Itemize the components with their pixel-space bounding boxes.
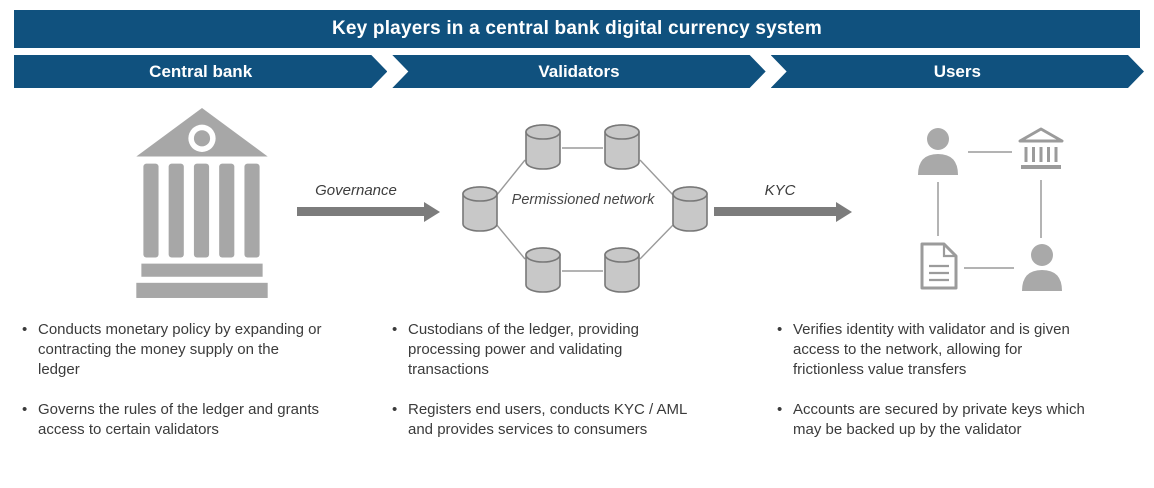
bank-building-icon	[136, 108, 268, 298]
bullet-text: Registers end users, conducts KYC / AML …	[408, 401, 687, 439]
bullet-marker: •	[22, 321, 28, 338]
stage-chevron-validators: Validators	[392, 55, 765, 88]
network-label: Permissioned network	[511, 192, 655, 208]
bullet-marker: •	[777, 321, 783, 338]
bullet-item: • Conducts monetary policy by expanding …	[22, 320, 323, 380]
bullet-item: • Verifies identity with validator and i…	[777, 320, 1087, 380]
database-cylinder-icon	[672, 186, 708, 232]
database-cylinder-icon	[525, 124, 561, 170]
kyc-label: KYC	[764, 182, 796, 199]
network-ring-lines	[495, 147, 675, 272]
governance-label: Governance	[315, 182, 397, 199]
bullet-marker: •	[392, 321, 398, 338]
bullet-text: Governs the rules of the ledger and gran…	[38, 401, 320, 439]
bullet-item: • Accounts are secured by private keys w…	[777, 400, 1087, 440]
page-title: Key players in a central bank digital cu…	[331, 18, 823, 39]
person-icon	[1022, 244, 1062, 291]
bullet-item: • Registers end users, conducts KYC / AM…	[392, 400, 693, 440]
institution-icon	[1018, 127, 1064, 169]
kyc-arrow right-arrow-icon	[714, 207, 836, 216]
title-banner: Key players in a central bank digital cu…	[14, 10, 1140, 48]
central-bank-bullets: • Conducts monetary policy by expanding …	[22, 320, 323, 460]
stage-label: Validators	[538, 61, 620, 81]
users-connector-lines	[937, 151, 1042, 269]
stage-chevron-central-bank: Central bank	[14, 55, 387, 88]
bullet-text: Verifies identity with validator and is …	[793, 321, 1070, 379]
users-bullets: • Verifies identity with validator and i…	[777, 320, 1087, 460]
bullet-text: Accounts are secured by private keys whi…	[793, 401, 1085, 439]
validators-bullets: • Custodians of the ledger, providing pr…	[392, 320, 693, 460]
bullet-item: • Governs the rules of the ledger and gr…	[22, 400, 323, 440]
bullet-text: Custodians of the ledger, providing proc…	[408, 321, 639, 379]
database-cylinder-icon	[604, 247, 640, 293]
validator-network-diagram	[462, 124, 708, 293]
database-cylinder-icon	[525, 247, 561, 293]
users-diagram	[918, 127, 1064, 291]
database-cylinder-icon	[604, 124, 640, 170]
bullet-text: Conducts monetary policy by expanding or…	[38, 321, 322, 379]
document-icon	[920, 242, 958, 290]
database-cylinder-icon	[462, 186, 498, 232]
bullet-item: • Custodians of the ledger, providing pr…	[392, 320, 693, 380]
stage-label: Users	[933, 61, 981, 81]
governance-arrow right-arrow-icon	[297, 207, 424, 216]
stage-chevron-band: Central bank Validators Users	[14, 55, 1144, 88]
bullet-marker: •	[22, 401, 28, 419]
stage-label: Central bank	[149, 61, 253, 81]
bullet-marker: •	[777, 401, 783, 419]
person-icon	[918, 128, 958, 175]
bullet-marker: •	[392, 401, 398, 419]
stage-chevron-users: Users	[771, 55, 1144, 88]
